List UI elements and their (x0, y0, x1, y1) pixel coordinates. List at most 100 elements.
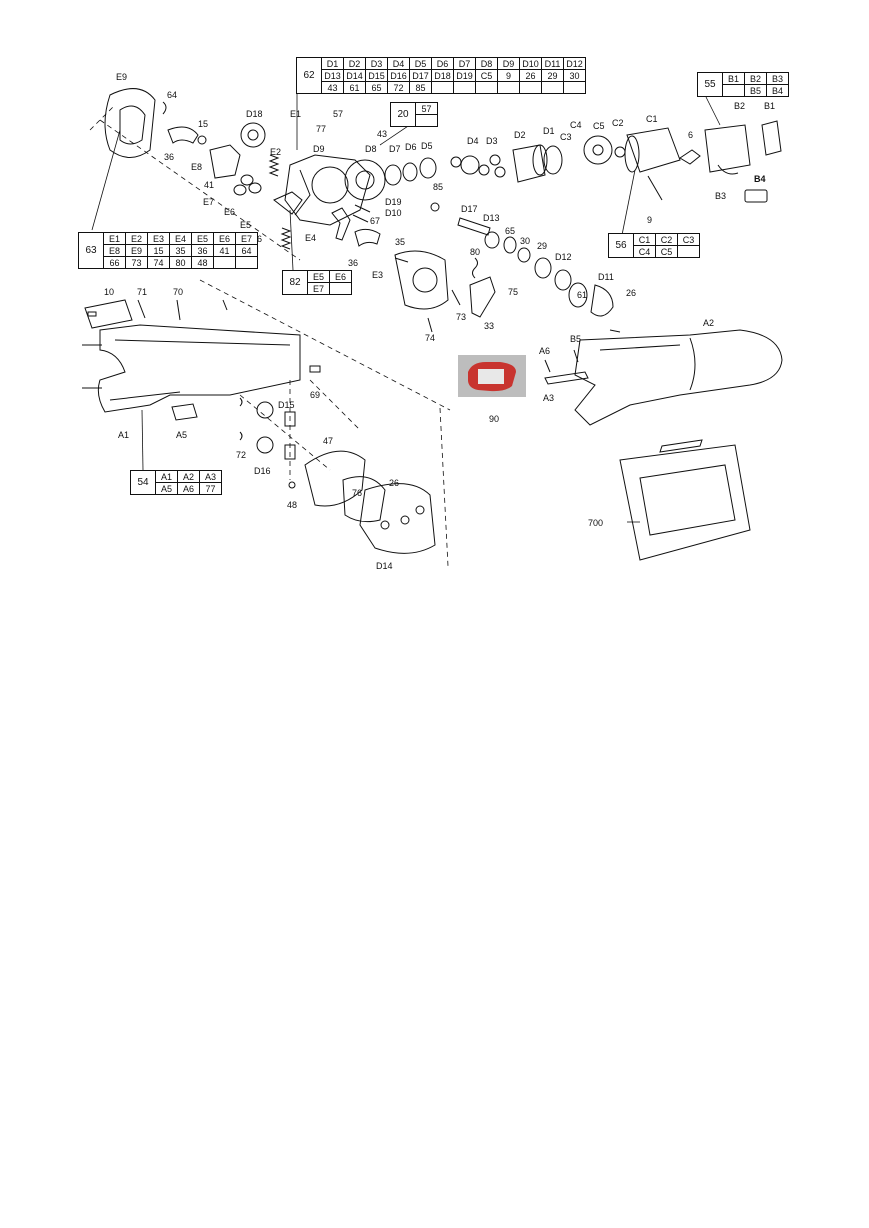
part-label-b1: B1 (764, 101, 776, 111)
kit-cell: 85 (409, 81, 432, 94)
part-e3-plate (394, 250, 449, 310)
part-700-case (619, 444, 751, 561)
part-label-26a: 26 (626, 288, 637, 298)
part-e9-outline (104, 88, 156, 158)
kit-cell: E5 (191, 232, 214, 245)
part-label-c1: C1 (646, 114, 658, 124)
part-label-61: 61 (577, 290, 588, 300)
kit-cell: 61 (343, 81, 366, 94)
part-label-6: 6 (688, 130, 694, 140)
part-label-a5: A5 (176, 430, 188, 440)
kit-cell: 43 (321, 81, 344, 94)
part-d18-gear (240, 122, 266, 148)
kit-cell: E3 (147, 232, 170, 245)
part-label-90: 90 (489, 414, 500, 424)
part-label-d12: D12 (555, 252, 572, 262)
kit-cell: B4 (766, 84, 789, 97)
part-label-36b: 36 (348, 258, 359, 268)
kit-cell: 41 (213, 244, 236, 257)
part-label-43: 43 (377, 129, 388, 139)
kit-cell: D15 (365, 69, 388, 82)
kit-cell: C5 (655, 245, 678, 258)
part-label-65: 65 (505, 226, 516, 236)
part-label-9: 9 (647, 215, 653, 225)
kit-cell: 77 (199, 482, 222, 495)
kit-cell: D12 (563, 57, 586, 70)
kit-cell: 29 (541, 69, 564, 82)
kit-cell: E2 (125, 232, 148, 245)
kit-cell: B5 (744, 84, 767, 97)
kit-cell: 66 (103, 256, 126, 269)
kit-cell: D8 (475, 57, 498, 70)
part-label-48: 48 (287, 500, 298, 510)
kit-number: 20 (390, 102, 416, 127)
kit-cell: C4 (633, 245, 656, 258)
part-label-d3: D3 (486, 136, 498, 146)
part-a1-handle (97, 324, 301, 413)
kit-cell: C1 (633, 233, 656, 246)
kit-cell (235, 256, 258, 269)
kit-cell: C5 (475, 69, 498, 82)
kit-cell: E7 (235, 232, 258, 245)
kit-cell: B2 (744, 72, 767, 85)
part-90-photo-frame (458, 355, 526, 397)
part-label-71: 71 (137, 287, 148, 297)
part-label-d17: D17 (461, 204, 478, 214)
part-label-e1: E1 (290, 109, 302, 119)
kit-cell: A2 (177, 470, 200, 483)
part-gear-housing (284, 154, 371, 226)
part-a2-tool (574, 329, 783, 426)
kit-cell: A5 (155, 482, 178, 495)
kit-number: 62 (296, 57, 322, 94)
kit-cell (213, 256, 236, 269)
part-label-74: 74 (425, 333, 436, 343)
part-label-b5: B5 (570, 334, 582, 344)
kit-cell: D16 (387, 69, 410, 82)
kit-cell: 48 (191, 256, 214, 269)
part-label-e3: E3 (372, 270, 384, 280)
part-label-15: 15 (198, 119, 209, 129)
kit-cell: A6 (177, 482, 200, 495)
kit-cell: 30 (563, 69, 586, 82)
part-label-e5: E5 (240, 220, 252, 230)
kit-number: 54 (130, 470, 156, 495)
part-label-a1: A1 (118, 430, 130, 440)
part-label-35: 35 (395, 237, 406, 247)
kit-cell: D14 (343, 69, 366, 82)
part-label-c2: C2 (612, 118, 624, 128)
kit-cell: D10 (519, 57, 542, 70)
kit-cell: E1 (103, 232, 126, 245)
part-label-d9: D9 (313, 144, 325, 154)
part-label-70: 70 (173, 287, 184, 297)
kit-cell: D4 (387, 57, 410, 70)
part-label-75: 75 (508, 287, 519, 297)
part-label-e8: E8 (191, 162, 203, 172)
part-label-e6: E6 (224, 207, 236, 217)
kit-cell: B3 (766, 72, 789, 85)
part-label-64a: 64 (167, 90, 178, 100)
kit-cell: D19 (453, 69, 476, 82)
kit-cell: D11 (541, 57, 564, 70)
part-label-d5: D5 (421, 141, 433, 151)
part-label-80: 80 (470, 247, 481, 257)
part-label-d8: D8 (365, 144, 377, 154)
kit-cell: 65 (365, 81, 388, 94)
part-label-700: 700 (588, 518, 604, 528)
kit-cell: A3 (199, 470, 222, 483)
part-label-d14: D14 (376, 561, 393, 571)
kit-cell: E6 (329, 270, 352, 283)
kit-cell (722, 84, 745, 97)
kit-cell: D1 (321, 57, 344, 70)
